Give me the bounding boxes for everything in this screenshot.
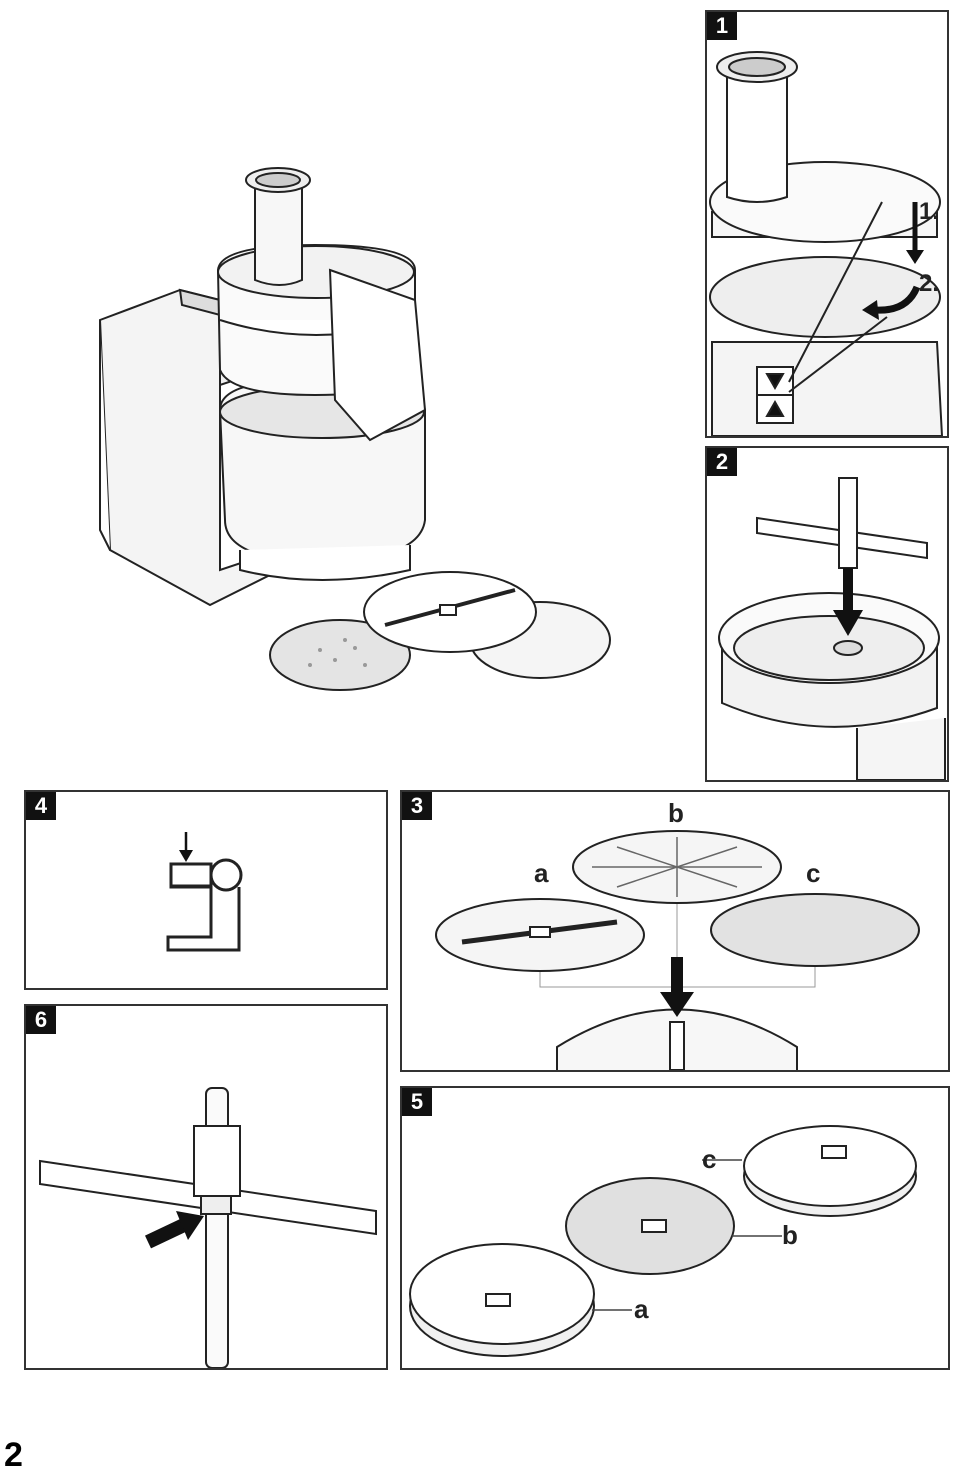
panel-2: 2 — [705, 446, 949, 782]
blade-release-drawing — [39, 1087, 377, 1368]
panel-number: 2 — [707, 448, 737, 476]
main-appliance-illustration — [70, 150, 630, 710]
disc-label-c: c — [806, 858, 821, 888]
page-number: 2 — [4, 1436, 23, 1474]
panel-6: 6 — [24, 1004, 388, 1370]
lid-assembly-drawing — [709, 51, 944, 436]
bowl-with-blade-drawing — [718, 477, 946, 780]
panel-5: 5 c b a — [400, 1086, 950, 1370]
disc-label-b: b — [782, 1220, 798, 1250]
disc-label-a: a — [534, 858, 549, 888]
panel-3: 3 a b c — [400, 790, 950, 1072]
panel-number: 6 — [26, 1006, 56, 1034]
disc-label-a: a — [634, 1294, 649, 1324]
disc-options-drawing — [435, 830, 920, 1070]
panel-number: 5 — [402, 1088, 432, 1116]
step-1-label: 1. — [919, 198, 940, 225]
panel-number: 1 — [707, 12, 737, 40]
panel-4: 4 — [24, 790, 388, 990]
step-2-label: 2. — [919, 270, 940, 297]
disc-label-c: c — [702, 1144, 717, 1174]
food-processor-drawing — [98, 167, 611, 691]
disc-label-b: b — [668, 798, 684, 828]
locking-mechanism-diagram — [166, 832, 243, 952]
disc-storage-drawing — [409, 1125, 917, 1357]
panel-1: 1 1. 2. — [705, 10, 949, 438]
panel-number: 3 — [402, 792, 432, 820]
panel-number: 4 — [26, 792, 56, 820]
